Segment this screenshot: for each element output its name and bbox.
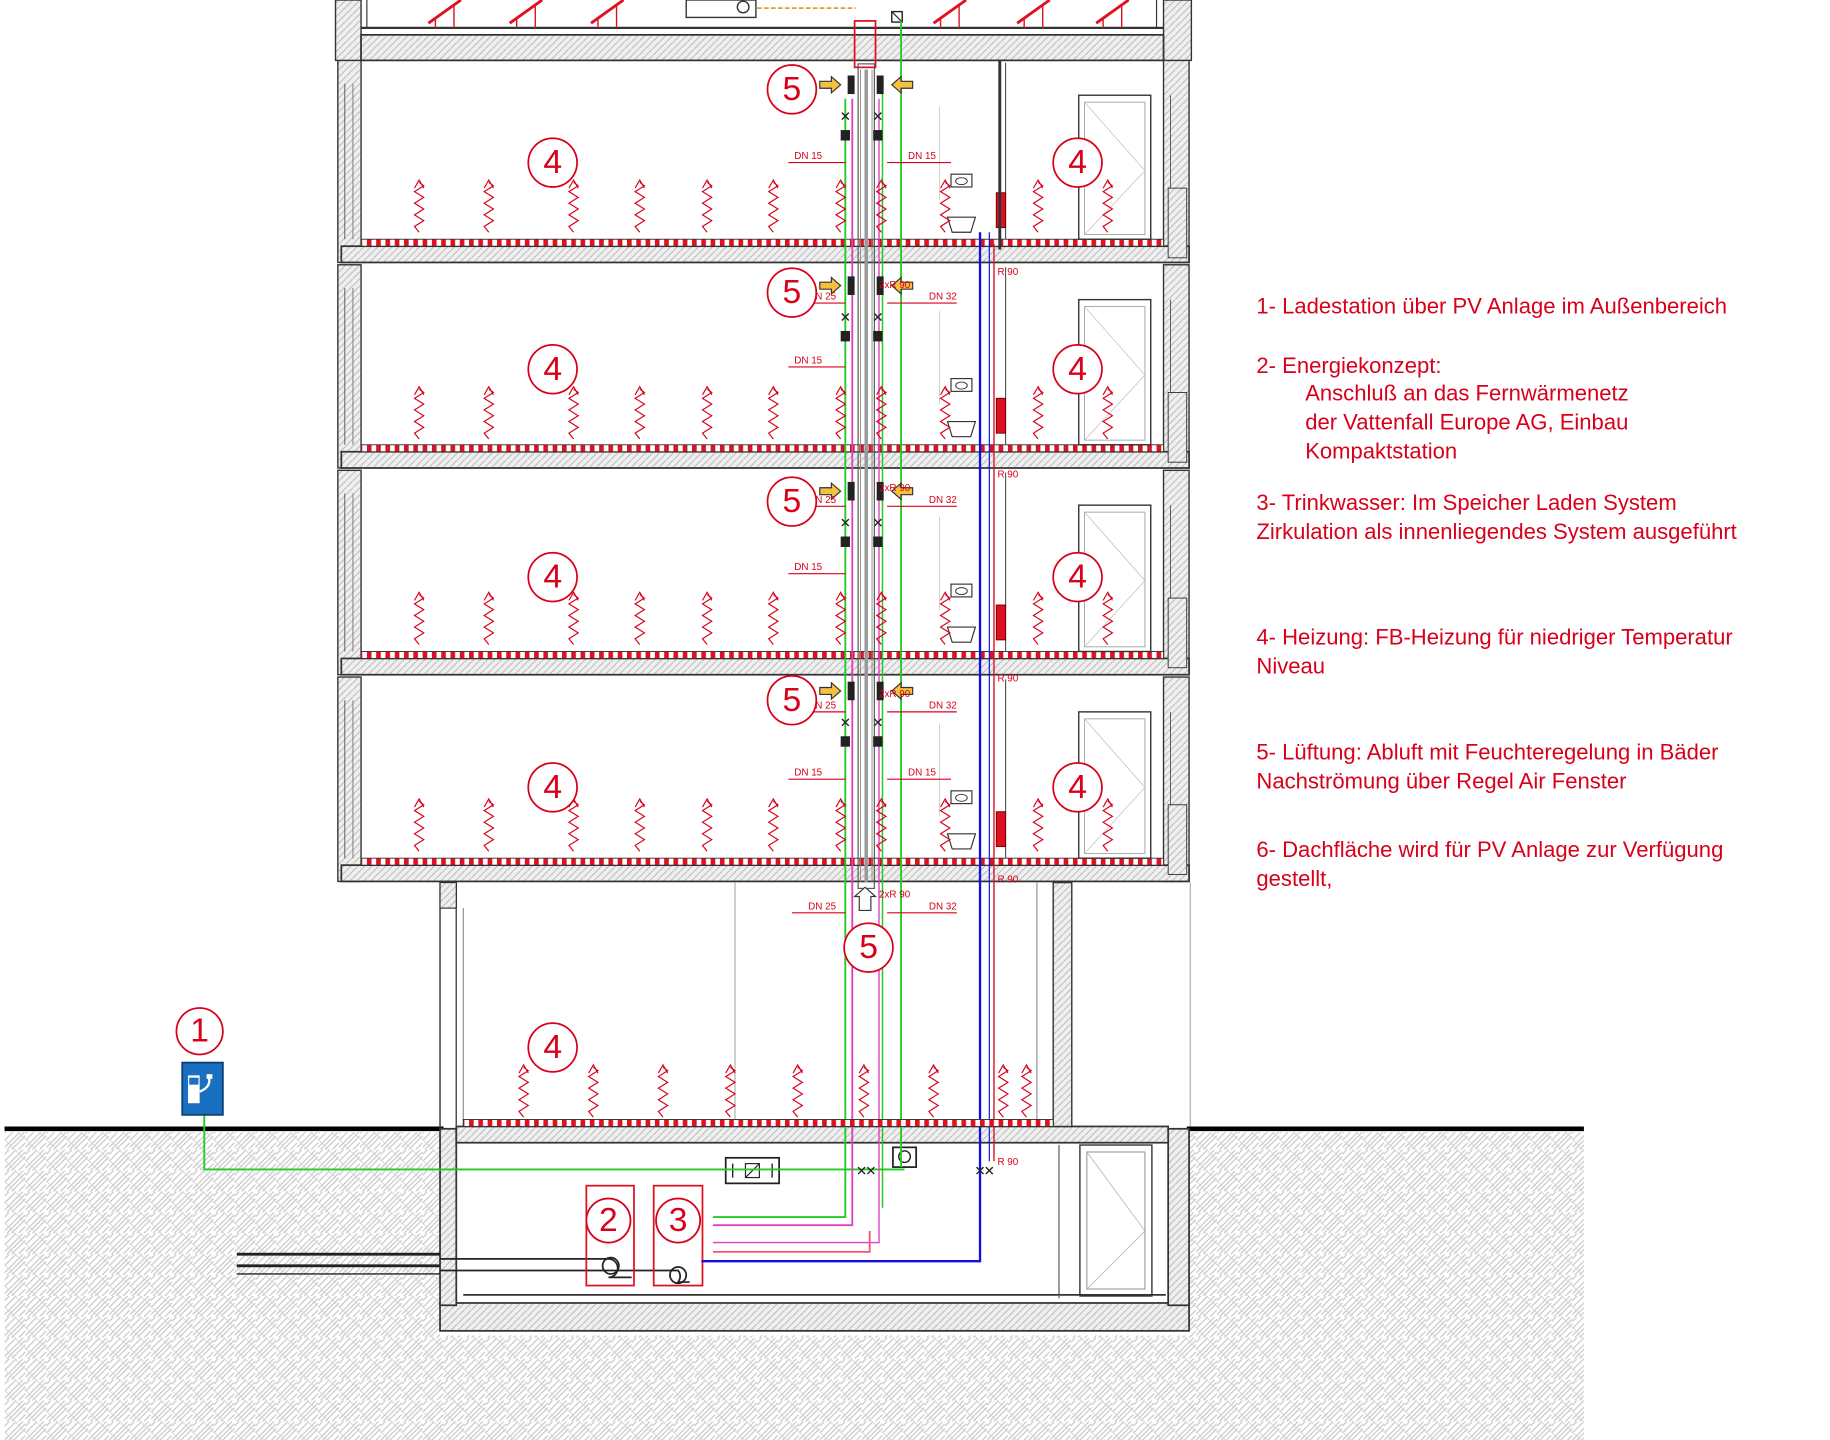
ventilation-badges: 5 5 5 5 5 [766, 64, 894, 973]
legend-item-2-line: der Vattenfall Europe AG, Einbau [1305, 410, 1628, 435]
legend-item-2-line: Kompaktstation [1305, 439, 1457, 464]
floor-heating-badge: 4 [527, 551, 578, 603]
badge-number: 5 [783, 682, 802, 719]
pipe-size-label: DN 15 [794, 151, 822, 162]
pipes [203, 20, 1002, 1263]
pipe-size-label: DN 25 [808, 495, 836, 506]
badge-number: 1 [190, 1013, 209, 1050]
pipe-size-label: DN 25 [808, 292, 836, 303]
legend-item-2-title: 2- Energiekonzept: [1256, 353, 1441, 378]
floor-heating-badge: 4 [1052, 551, 1103, 603]
pipe-size-label: DN 32 [929, 292, 957, 303]
pipe-size-label: 2xR 90 [879, 483, 911, 494]
floor-heating-badges: 4 4 4 4 4 4 4 4 4 [527, 137, 1103, 1073]
pipe-size-label: R 90 [997, 1157, 1018, 1168]
pipe-size-label: DN 25 [808, 700, 836, 711]
pipe-size-label: 2xR 90 [879, 890, 911, 901]
pipe-size-label: DN 32 [929, 495, 957, 506]
badge-number: 5 [783, 483, 802, 520]
valves [819, 75, 994, 1175]
pv-panels [427, 0, 1130, 28]
soil-ground [4, 1126, 1584, 1440]
ventilation-badge: 5 [766, 64, 818, 115]
legend-item-6-line: gestellt, [1256, 866, 1332, 891]
legend-item-5-line: Nachströmung über Regel Air Fenster [1256, 769, 1626, 794]
badge-number: 4 [1068, 559, 1087, 596]
floor-heating-badge: 4 [527, 1022, 578, 1073]
badge-number: 5 [783, 274, 802, 311]
pipe-size-label: DN 32 [929, 901, 957, 912]
riser-shaft [853, 20, 877, 889]
legend-item-4-line: Niveau [1256, 654, 1325, 679]
pipe-size-label: DN 15 [908, 768, 936, 779]
pipe-size-label: R 90 [997, 267, 1018, 278]
badge-number: 4 [1068, 144, 1087, 181]
drinking-water-badge: 3 [655, 1197, 702, 1244]
ventilation-badge: 5 [843, 922, 894, 973]
pipe-size-label: DN 32 [929, 700, 957, 711]
floor-heating-badge: 4 [527, 137, 578, 188]
pipe-size-label: DN 15 [794, 355, 822, 366]
legend-item-2-line: Anschluß an das Fernwärmenetz [1305, 381, 1629, 406]
badge-number: 4 [543, 559, 562, 596]
badge-number: 4 [1068, 769, 1087, 806]
badge-number: 2 [599, 1202, 618, 1239]
basement [236, 1125, 1190, 1332]
ventilation-badge: 5 [766, 267, 818, 318]
charging-station-badge: 1 [175, 1007, 224, 1056]
heat-symbols [413, 178, 1114, 1127]
floor-heating-badge: 4 [527, 344, 578, 395]
district-heating-station [585, 1184, 635, 1287]
pipe-size-label: DN 15 [908, 151, 936, 162]
legend-item-3-line: Zirkulation als innenliegendes System au… [1256, 519, 1736, 544]
charging-station: 1 [175, 1007, 224, 1116]
pipe-size-label: 2xR 90 [879, 689, 911, 700]
legend-item-5-title: 5- Lüftung: Abluft mit Feuchteregelung i… [1256, 739, 1718, 764]
pipe-size-label: DN 15 [794, 562, 822, 573]
ventilation-badge: 5 [766, 476, 818, 527]
floor-heating-badge: 4 [527, 762, 578, 813]
pipe-size-label: DN 15 [794, 768, 822, 779]
pipe-size-label: DN 25 [808, 901, 836, 912]
ground-floor [439, 881, 1191, 1130]
pipe-size-label: 2xR 90 [879, 280, 911, 291]
floor-heating-badge: 4 [1052, 762, 1103, 813]
pipe-size-label: R 90 [997, 875, 1018, 886]
badge-number: 4 [543, 351, 562, 388]
roof [334, 0, 1193, 62]
badge-number: 4 [543, 1029, 562, 1066]
ventilation-badge: 5 [766, 675, 818, 726]
pipe-size-label: R 90 [997, 674, 1018, 685]
upper-floors [337, 59, 1190, 883]
district-heating-badge: 2 [585, 1197, 632, 1244]
badge-number: 4 [1068, 351, 1087, 388]
badge-number: 5 [859, 929, 878, 966]
legend-item-1: 1- Ladestation über PV Anlage im Außenbe… [1256, 294, 1727, 319]
legend-item-6-title: 6- Dachfläche wird für PV Anlage zur Ver… [1256, 837, 1723, 862]
legend: 1- Ladestation über PV Anlage im Außenbe… [1256, 294, 1736, 892]
drinking-water-storage [652, 1184, 704, 1287]
floor-heating-badge: 4 [1052, 137, 1103, 188]
legend-item-4-title: 4- Heizung: FB-Heizung für niedriger Tem… [1256, 625, 1732, 650]
badge-number: 5 [783, 71, 802, 108]
floor-heating-badge: 4 [1052, 344, 1103, 395]
pipe-size-label: R 90 [997, 469, 1018, 480]
badge-number: 3 [669, 1202, 688, 1239]
badge-number: 4 [543, 144, 562, 181]
legend-item-3-title: 3- Trinkwasser: Im Speicher Laden System [1256, 490, 1676, 515]
badge-number: 4 [543, 769, 562, 806]
